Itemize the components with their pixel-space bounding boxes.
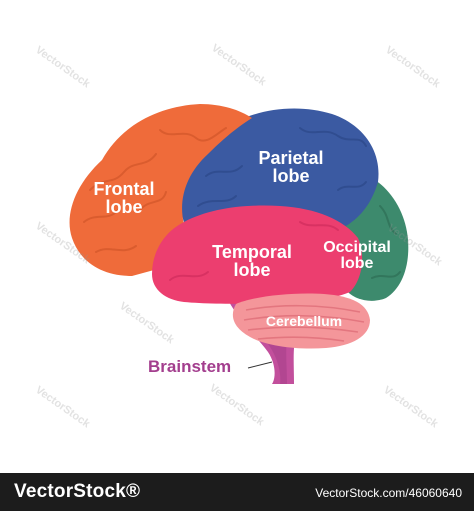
frontal-folds [83,127,227,253]
frontal-lobe-label: Frontal lobe [93,179,155,218]
temporal-lobe-label: Temporal lobe [212,242,292,281]
occipital-lobe-label: Occipital lobe [323,239,391,273]
occipital-folds [371,205,401,279]
brainstem-leader-line [247,361,273,369]
temporal-lobe-region [152,205,363,304]
vector-id: VectorStock.com/46060640 [315,486,462,500]
temporal-folds [169,221,339,281]
parietal-lobe-region [180,108,379,226]
cerebellum-folds [243,304,365,342]
parietal-folds [197,127,367,207]
footer-bar: VectorStock® VectorStock.com/46060640 [0,473,474,511]
brainstem-label: Brainstem [148,357,232,376]
cerebellum-label: Cerebellum [265,313,343,329]
frontal-lobe-region [69,104,252,276]
parietal-lobe-label: Parietal lobe [258,148,324,187]
vectorstock-logo: VectorStock® [14,481,141,502]
